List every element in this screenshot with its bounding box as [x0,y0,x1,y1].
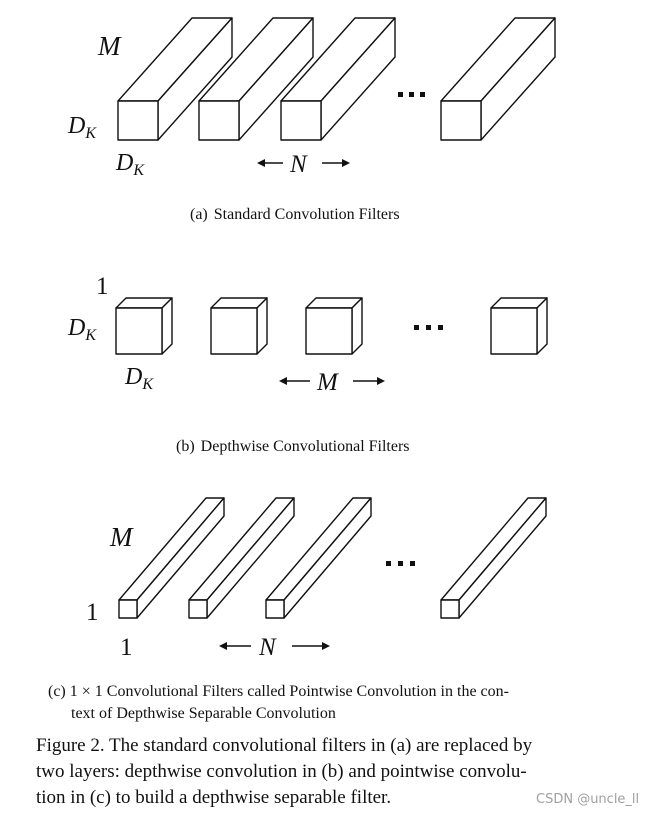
panel-c-ellipsis [386,561,415,566]
panel-b-filter-3 [305,297,363,355]
panel-a-filter-3 [280,17,396,141]
panel-b-bottom-label: DK [124,364,154,393]
panel-b-count-arrow [279,377,385,385]
panel-a: M DK DK N (a)Standard Convolution Filter… [67,17,556,223]
figure-caption: Figure 2. The standard convolutional fil… [36,735,533,808]
panel-a-filter-2 [198,17,314,141]
panel-c-side-label: 1 [86,599,99,626]
panel-b-ellipsis [414,325,443,330]
panel-b-depth-label: 1 [96,273,109,300]
panel-c-filter-1 [118,497,225,619]
panel-a-side-label: DK [67,113,97,142]
panel-b-filter-2 [210,297,268,355]
panel-a-caption: (a)Standard Convolution Filters [190,206,400,223]
panel-a-depth-label: M [97,31,122,61]
panel-a-count-label: N [289,151,308,178]
figure-caption-line-2: two layers: depthwise convolution in (b)… [36,761,527,782]
panel-a-filter-last [440,17,556,141]
panel-c-filter-last [440,497,547,619]
panel-c-filter-2 [188,497,295,619]
panel-b-side-label: DK [67,315,97,344]
panel-a-count-arrow [257,159,350,167]
panel-b-filter-last [490,297,548,355]
panel-c-count-label: N [258,634,277,661]
panel-b-caption: (b)Depthwise Convolutional Filters [176,438,410,455]
figure-caption-line-3: tion in (c) to build a depthwise separab… [36,787,391,808]
panel-b-filter-1 [115,297,173,355]
panel-c-caption-line-2: text of Depthwise Separable Convolution [71,705,336,722]
panel-c-count-arrow [219,642,330,650]
panel-c-depth-label: M [109,522,134,552]
panel-a-filter-1 [117,17,233,141]
panel-a-ellipsis [398,92,425,97]
figure-caption-line-1: Figure 2. The standard convolutional fil… [36,735,533,756]
panel-c-filter-3 [265,497,372,619]
panel-a-bottom-label: DK [115,150,145,179]
panel-b-count-label: M [316,369,339,396]
panel-c: M 1 1 N (c) 1 × 1 Convolutional Filters … [48,497,547,722]
panel-c-bottom-label: 1 [120,634,133,661]
watermark: CSDN @uncle_ll [536,792,639,807]
panel-c-caption-line-1: (c) 1 × 1 Convolutional Filters called P… [48,683,509,700]
panel-b: 1 DK DK M (b)Depthwise Convolutional Fil… [67,273,548,455]
